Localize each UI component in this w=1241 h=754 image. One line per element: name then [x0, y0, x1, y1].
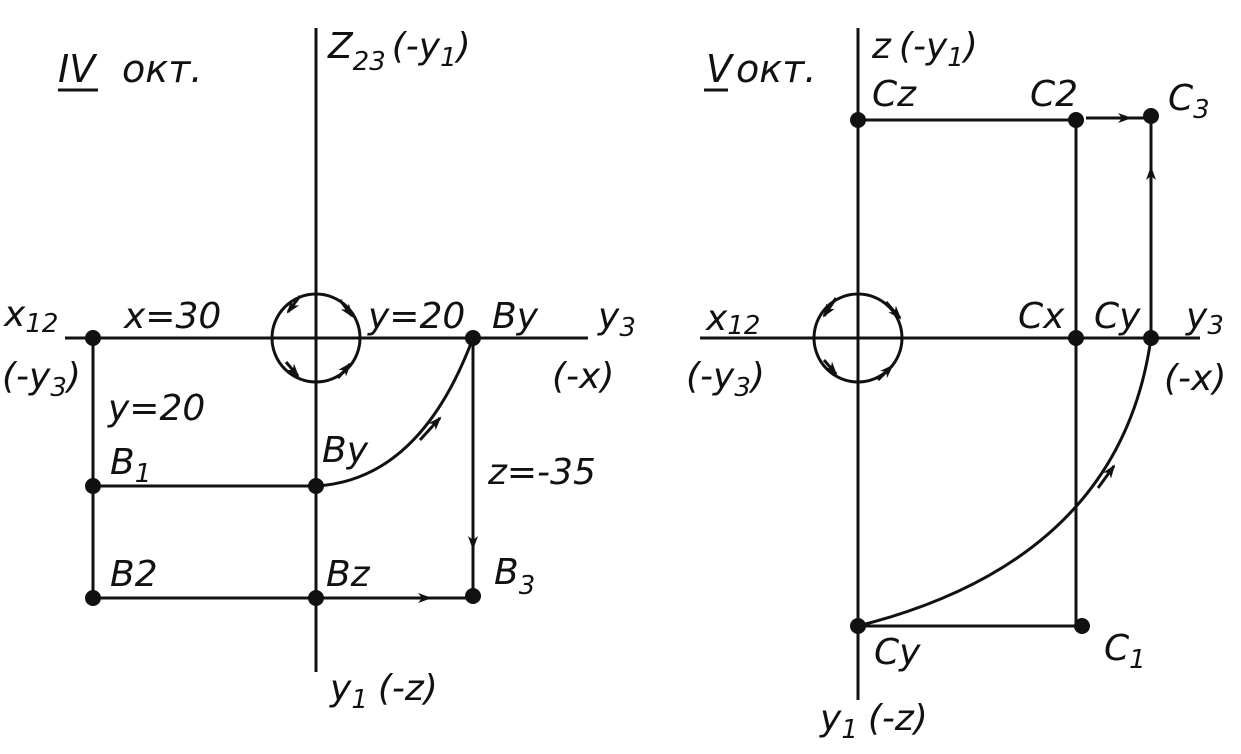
panel-v-point-cy-bottom [850, 618, 866, 634]
panel-iv-by-arc [315, 337, 475, 488]
panel-v-title-suffix: окт. [736, 47, 816, 91]
panel-iv-y-value-left: y=20 [107, 388, 205, 429]
panel-iv-axis-left-label: x12 [3, 294, 58, 339]
panel-v-label-cy-bottom: Cy [874, 632, 921, 673]
panel-v-point-cz [850, 112, 866, 128]
panel-v-point-c3 [1143, 108, 1159, 124]
panel-iv-label-by-mid: By [322, 430, 369, 471]
panel-iv-rotation-arrow-tr [338, 299, 354, 318]
panel-iv-x-value: x=30 [123, 296, 221, 337]
panel-iv-axis-right-paren: (-x) [552, 356, 614, 397]
panel-v-axis-top-label: z(-y1) [871, 26, 978, 73]
panel-v-label-cx: Cx [1018, 296, 1065, 337]
panel-iv-rotation-arrow-tl [286, 295, 302, 314]
panel-v-title-roman: V [706, 47, 735, 91]
panel-iv-label-by-axis: By [492, 296, 539, 337]
panel-iv-rotation-arrow-bl [284, 361, 300, 378]
panel-v-rotation-arrow-br [876, 364, 894, 382]
panel-v-rotation-arrow-tr [884, 301, 902, 320]
panel-v-point-cx [1068, 330, 1084, 346]
panel-iv-label-b1: B1 [110, 442, 151, 489]
panel-v-point-cy-axis [1143, 330, 1159, 346]
panel-iv-point-x [85, 330, 101, 346]
panel-v-axis-left-paren: (-y3) [686, 356, 765, 403]
panel-v-label-c1: C1 [1104, 628, 1146, 675]
panel-v-point-c1 [1074, 618, 1090, 634]
panel-v-rotation-arrow-bl [822, 359, 838, 376]
panel-iv-axis-bottom-label: y1(-z) [329, 668, 438, 715]
panel-iv-by-arc-arrow [418, 416, 442, 442]
panel-v-cy-arc-arrow [1096, 464, 1116, 489]
panel-v-cy-arc [857, 337, 1153, 628]
panel-iv-point-bz [308, 590, 324, 606]
panel-iv-point-b2-left [85, 590, 101, 606]
panel-iv-title-suffix: окт. [122, 47, 202, 91]
panel-iv-y-value-axis: y=20 [367, 296, 465, 337]
panel-iv-axis-left-paren: (-y3) [2, 356, 81, 403]
panel-iv-z-value: z=-35 [487, 452, 596, 493]
panel-v: V окт. z(-y1) x12 (-y3) y3 (-x) y1(-z) [686, 26, 1226, 745]
panel-v-point-c2 [1068, 112, 1084, 128]
panel-v-axis-right-label: y3 [1185, 296, 1224, 341]
panel-iv-point-by-mid [308, 478, 324, 494]
panel-iv-label-b3: B3 [494, 552, 535, 601]
panel-v-axis-bottom-label: y1(-z) [819, 698, 928, 745]
panel-iv-point-b1 [85, 478, 101, 494]
panel-v-label-cz: Cz [872, 74, 917, 115]
panel-iv-title-roman: IV [58, 47, 98, 91]
panel-iv-rotation-arrow-br [336, 362, 352, 379]
panel-iv: IV окт. Z23(-y1) x12 (-y3) y3 (-x) y1(-z… [2, 26, 636, 715]
panel-v-axis-right-paren: (-x) [1164, 358, 1226, 399]
panel-iv-label-bz: Bz [326, 554, 371, 595]
panel-v-rotation-circle [812, 292, 904, 384]
panel-v-label-cy-axis: Cy [1094, 296, 1141, 337]
panel-iv-point-b3 [465, 588, 481, 604]
panel-v-label-c2: C2 [1030, 74, 1078, 115]
panel-v-label-c3: C3 [1168, 78, 1210, 125]
panel-iv-axis-right-label: y3 [597, 296, 636, 343]
panel-iv-label-b2: B2 [110, 554, 158, 595]
panel-v-rotation-arrow-tl [822, 297, 838, 318]
panel-iv-point-by-axis [465, 330, 481, 346]
panel-iv-axis-top-label: Z23(-y1) [327, 26, 471, 77]
panel-v-axis-left-label: x12 [705, 298, 760, 341]
panel-iv-rotation-circle [270, 292, 362, 384]
